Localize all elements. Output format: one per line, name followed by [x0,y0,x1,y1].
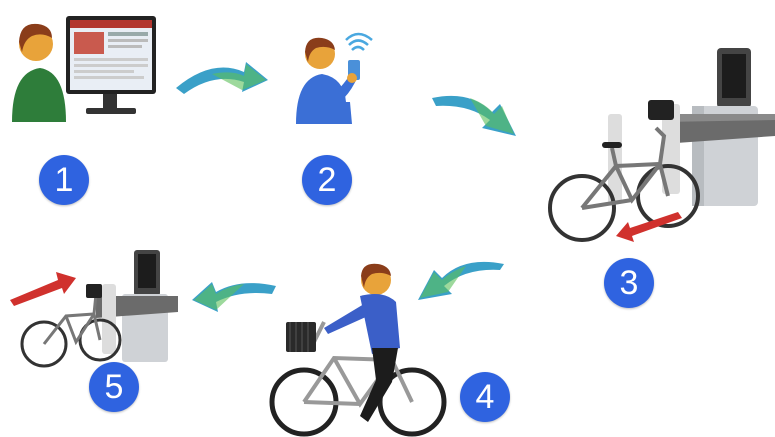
bike-return-dock-icon [6,244,184,374]
step-5-badge: 5 [89,362,139,412]
flow-arrow-icon [172,50,272,100]
person-at-computer-icon [8,12,158,137]
step-4-badge: 4 [460,372,510,422]
person-riding-bike-icon [264,262,450,437]
step-1-badge: 1 [39,155,89,205]
step-2-badge: 2 [302,155,352,205]
flow-arrow-icon [188,272,280,322]
flow-arrow-icon [430,82,522,142]
person-with-phone-icon [292,32,382,127]
bike-at-dock-unlock-icon [542,44,775,250]
step-3-badge: 3 [604,258,654,308]
